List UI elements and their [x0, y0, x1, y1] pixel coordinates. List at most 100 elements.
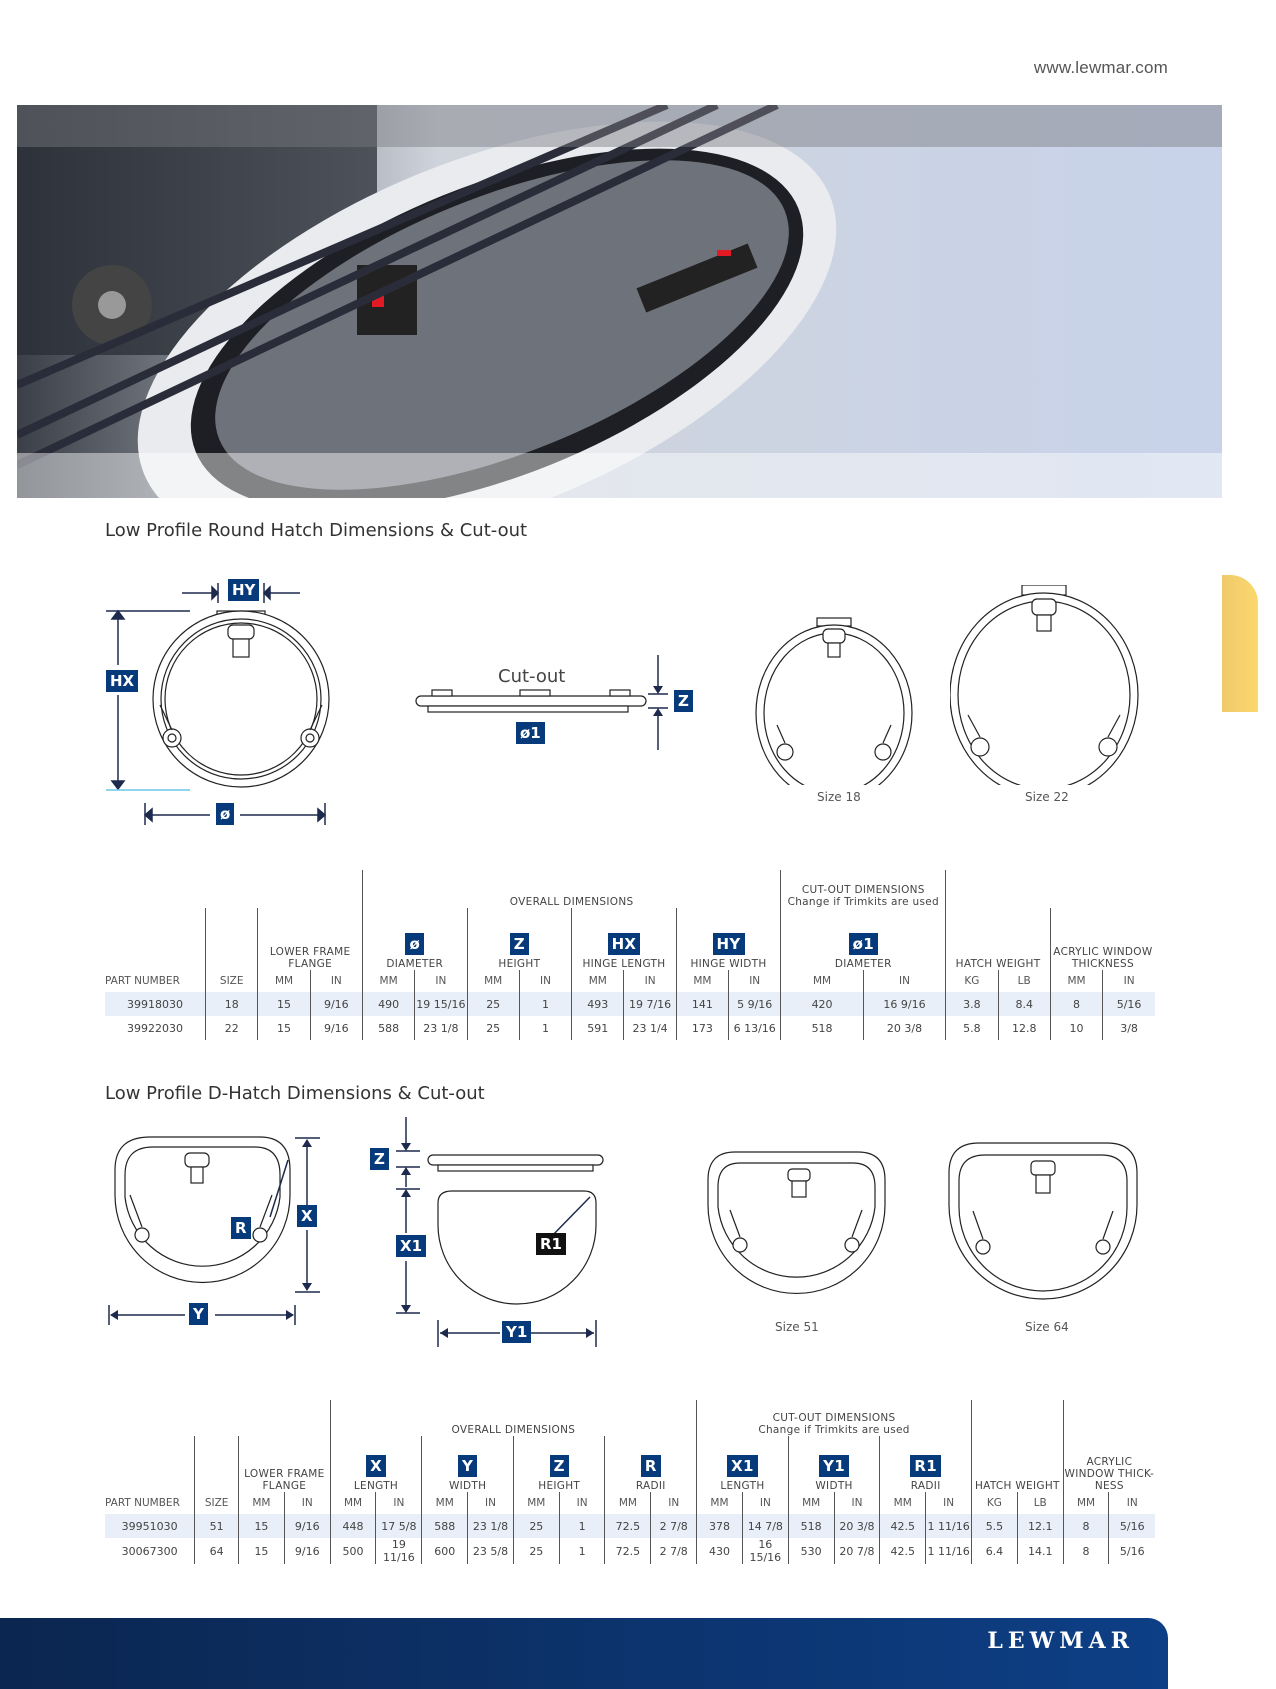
unit: IN — [925, 1492, 972, 1514]
overall-dimensions-group: OVERALL DIMENSIONS — [329, 1400, 697, 1436]
unit: MM — [238, 1492, 285, 1514]
unit: IN — [728, 970, 781, 992]
unit: KG — [971, 1492, 1018, 1514]
unit: IN — [862, 970, 946, 992]
unit: MM — [1062, 1492, 1109, 1514]
part-number-header: PART NUMBER — [105, 975, 180, 987]
weight-header: HATCH WEIGHT — [945, 908, 1051, 970]
x-badge: X — [297, 1205, 317, 1227]
size18-diagram — [755, 617, 913, 785]
overall-dimensions-group: OVERALL DIMENSIONS — [361, 870, 781, 908]
unit: MM — [787, 1492, 835, 1514]
size22-caption: Size 22 — [1025, 790, 1069, 804]
size18-caption: Size 18 — [817, 790, 861, 804]
acrylic-header: ACRYLIC WINDOW THICKNESS — [1049, 908, 1155, 970]
x1-badge: X1 — [396, 1235, 427, 1257]
d-cutout-diagram: Z X1 R1 Y1 — [370, 1117, 604, 1347]
part-number-header: PART NUMBER — [105, 1497, 180, 1509]
size64-caption: Size 64 — [1025, 1320, 1069, 1334]
unit: MM — [571, 970, 624, 992]
unit: IN — [558, 1492, 605, 1514]
unit: MM — [257, 970, 311, 992]
size-header: SIZE — [194, 1492, 239, 1514]
footer-band: LEWMAR — [0, 1618, 1168, 1689]
unit: IN — [833, 1492, 880, 1514]
z-badge: Z — [370, 1148, 389, 1170]
unit: MM — [421, 1492, 468, 1514]
unit: IN — [283, 1492, 331, 1514]
unit: IN — [741, 1492, 789, 1514]
unit: IN — [309, 970, 363, 992]
unit: KG — [945, 970, 999, 992]
unit: MM — [466, 970, 520, 992]
y-badge: Y — [189, 1303, 208, 1325]
unit: MM — [329, 1492, 376, 1514]
y1-badge: Y1 — [502, 1321, 532, 1343]
hatch-photo-banner — [17, 105, 1222, 498]
cutout-label: Cut-out — [498, 666, 566, 687]
round-hatch-diagram: HY HX ø — [106, 579, 330, 825]
diameter1-badge: ø1 — [516, 722, 545, 744]
unit: IN — [623, 970, 677, 992]
unit: IN — [1108, 1492, 1155, 1514]
round-cutout-diagram: Cut-out Z ø1 — [415, 655, 693, 750]
section-tab-marker — [1222, 575, 1258, 712]
d-hatch-diagram: R X Y — [108, 1136, 320, 1325]
acrylic-header: ACRYLIC WINDOW THICK-NESS — [1062, 1436, 1155, 1492]
flange-header: LOWER FRAME FLANGE — [257, 908, 363, 970]
unit: MM — [780, 970, 864, 992]
unit: IN — [467, 1492, 514, 1514]
unit: MM — [696, 1492, 743, 1514]
size-header: SIZE — [205, 970, 258, 992]
size51-caption: Size 51 — [775, 1320, 819, 1334]
website-url: www.lewmar.com — [1033, 58, 1168, 77]
r1-badge: R1 — [536, 1233, 566, 1255]
unit: IN — [414, 970, 468, 992]
unit: IN — [1102, 970, 1155, 992]
hy-badge: HY — [228, 579, 260, 601]
unit: MM — [1049, 970, 1103, 992]
unit: LB — [997, 970, 1051, 992]
size22-diagram — [950, 585, 1139, 785]
unit: IN — [375, 1492, 422, 1514]
weight-header: HATCH WEIGHT — [971, 1436, 1064, 1492]
hx-badge: HX — [106, 670, 139, 692]
unit: MM — [675, 970, 729, 992]
d-hatch-title: Low Profile D-Hatch Dimensions & Cut-out — [105, 1083, 485, 1104]
lewmar-logo: LEWMAR — [987, 1628, 1134, 1654]
diameter-badge: ø — [216, 803, 235, 825]
z-badge: Z — [674, 690, 693, 712]
round-hatch-title: Low Profile Round Hatch Dimensions & Cut… — [105, 520, 528, 541]
unit: IN — [650, 1492, 697, 1514]
unit: MM — [512, 1492, 560, 1514]
unit: MM — [604, 1492, 651, 1514]
size51-diagram — [707, 1151, 886, 1295]
size64-diagram — [948, 1142, 1138, 1300]
unit: MM — [361, 970, 415, 992]
r-badge: R — [231, 1217, 251, 1239]
unit: LB — [1016, 1492, 1064, 1514]
flange-header: LOWER FRAME FLANGE — [238, 1436, 331, 1492]
unit: MM — [879, 1492, 926, 1514]
unit: IN — [518, 970, 572, 992]
